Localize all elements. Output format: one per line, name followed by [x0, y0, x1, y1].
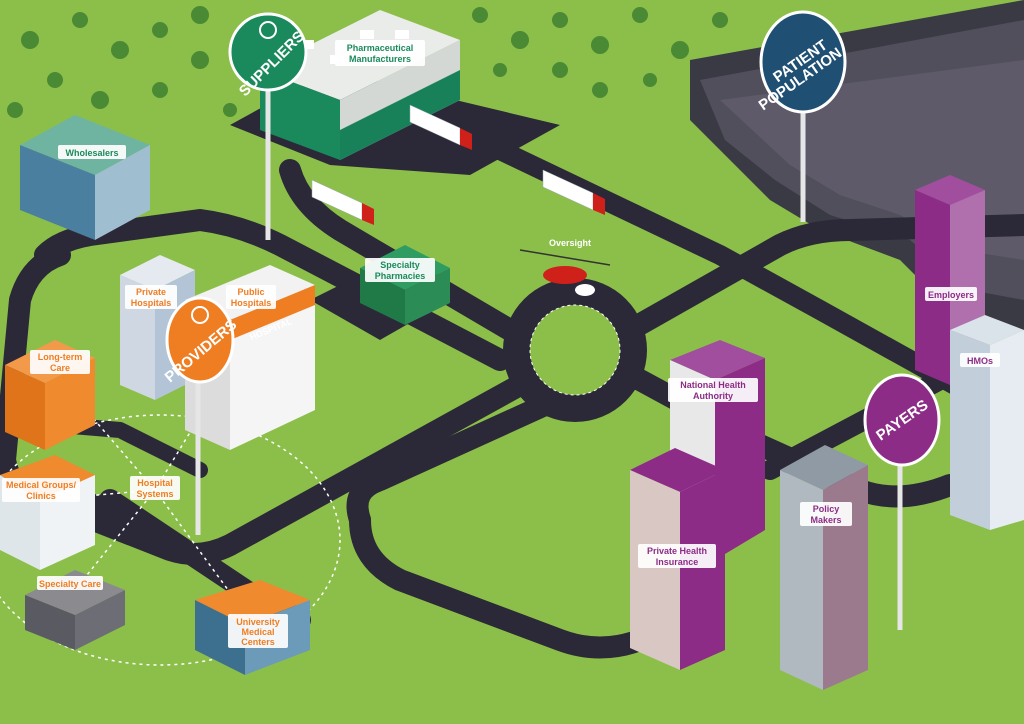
label-public-hospitals-1: Public — [237, 287, 264, 297]
payers-sign: PAYERS — [863, 373, 941, 467]
label-private-hospitals-2: Hospitals — [131, 298, 172, 308]
label-private-hospitals-1: Private — [136, 287, 166, 297]
label-specialty-pharmacies-2: Pharmacies — [375, 271, 426, 281]
label-public-hospitals-2: Hospitals — [231, 298, 272, 308]
trees — [7, 6, 728, 118]
label-pharmaceutical-manufacturers-2: Manufacturers — [349, 54, 411, 64]
label-policy-makers-2: Makers — [810, 515, 841, 525]
label-hospital-systems-1: Hospital — [137, 478, 173, 488]
label-plates — [2, 40, 1000, 648]
roundabout — [503, 278, 647, 422]
label-long-term-care-1: Long-term — [38, 352, 83, 362]
label-specialty-care: Specialty Care — [39, 579, 101, 589]
label-specialty-pharmacies-1: Specialty — [380, 260, 420, 270]
label-university-medical-centers-1: University — [236, 617, 280, 627]
label-employers: Employers — [928, 290, 974, 300]
label-national-health-authority-1: National Health — [680, 380, 746, 390]
suppliers-sign: SUPPLIERS — [228, 12, 308, 100]
hmos-building — [950, 315, 1024, 530]
sign-poles — [195, 90, 903, 630]
label-university-medical-centers-3: Centers — [241, 637, 275, 647]
label-private-health-insurance-2: Insurance — [656, 557, 699, 567]
label-private-health-insurance-1: Private Health — [647, 546, 707, 556]
policy-makers-building — [780, 445, 868, 690]
private-health-insurance-building — [630, 448, 725, 670]
label-pharmaceutical-manufacturers-1: Pharmaceutical — [347, 43, 414, 53]
label-long-term-care-2: Care — [50, 363, 70, 373]
trucks — [311, 104, 605, 225]
wholesalers-building — [20, 115, 150, 240]
label-medical-groups-2: Clinics — [26, 491, 56, 501]
providers-sign: PROVIDERS — [162, 296, 240, 386]
label-oversight: Oversight — [549, 238, 591, 248]
label-university-medical-centers-2: Medical — [241, 627, 274, 637]
stethoscope-icon — [191, 306, 209, 324]
label-national-health-authority-2: Authority — [693, 391, 733, 401]
label-wholesalers: Wholesalers — [65, 148, 118, 158]
helicopter — [519, 249, 611, 296]
label-hospital-systems-2: Systems — [136, 489, 173, 499]
label-medical-groups-1: Medical Groups/ — [6, 480, 77, 490]
pill-icon — [259, 21, 277, 39]
label-policy-makers-1: Policy — [813, 504, 840, 514]
label-hmos: HMOs — [967, 356, 993, 366]
